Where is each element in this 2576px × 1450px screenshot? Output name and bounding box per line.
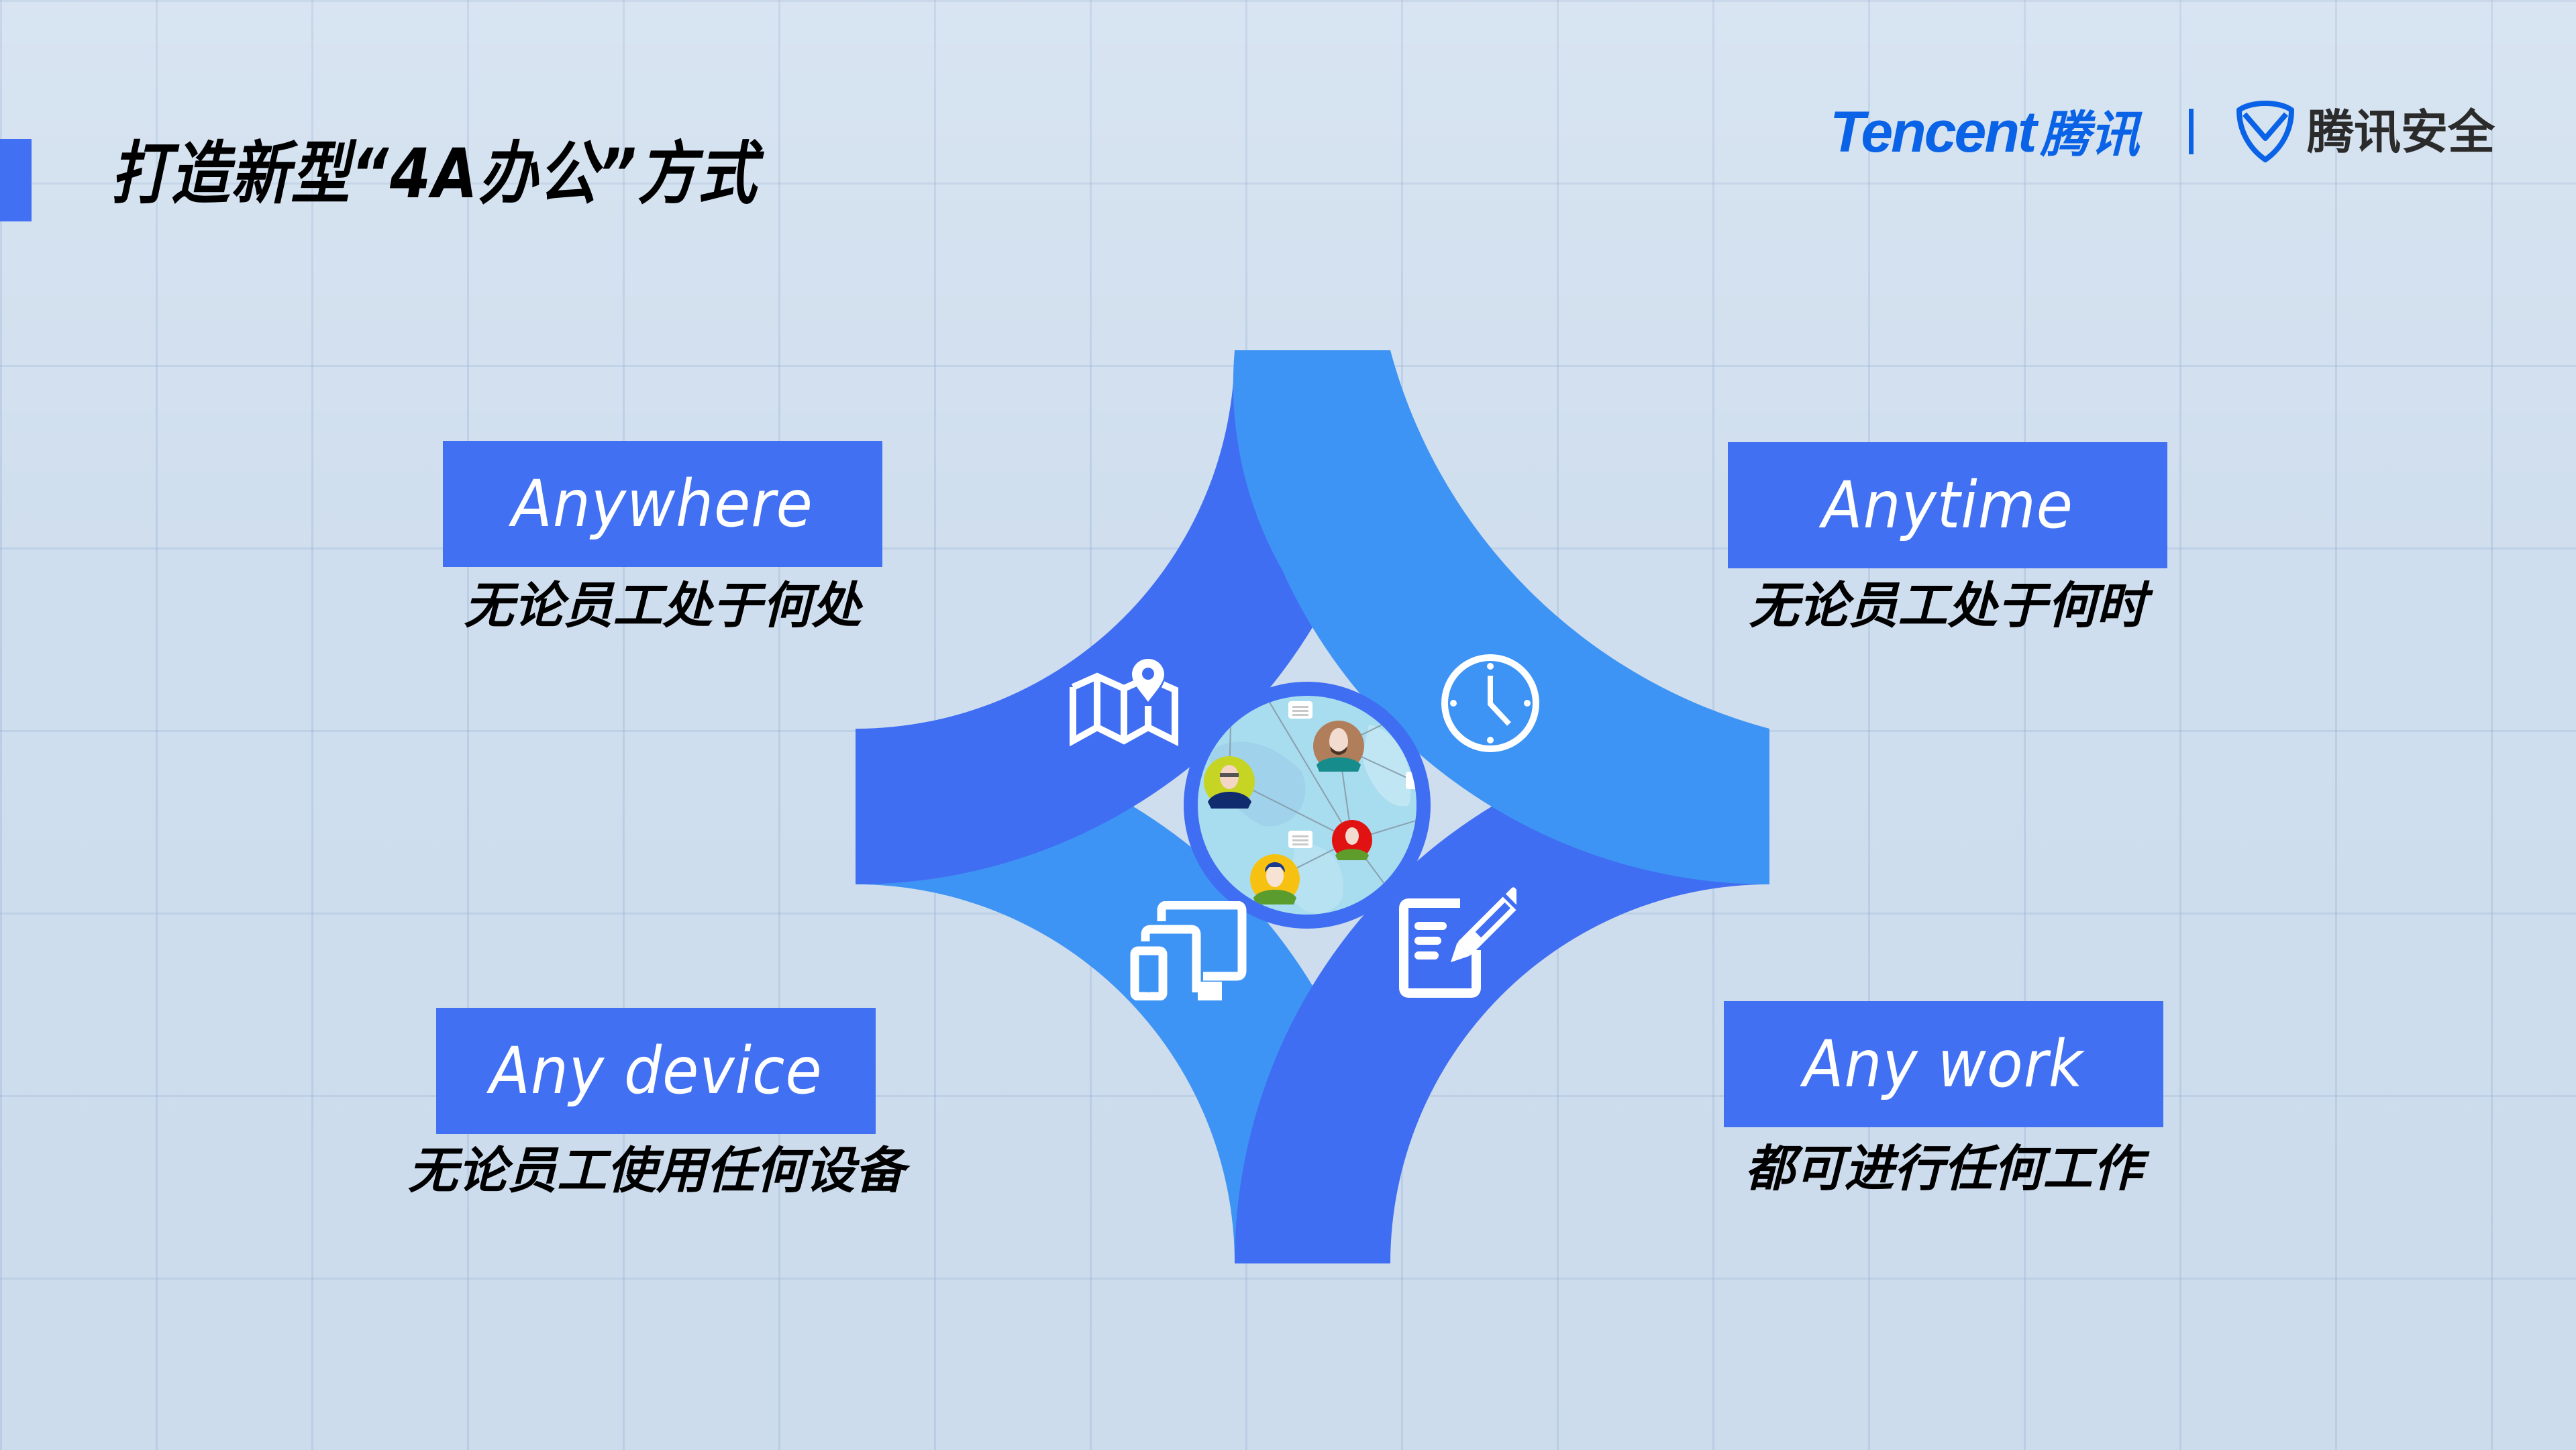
any-device-label: Any device <box>436 1008 876 1134</box>
any-work-description: 都可进行任何工作 <box>1745 1140 2143 1198</box>
anywhere-label: Anywhere <box>443 441 882 567</box>
avatar-brown <box>1313 721 1364 772</box>
edit-document-icon <box>1399 887 1516 998</box>
tencent-logo-en: Tencent <box>1830 100 2037 164</box>
logo-divider <box>2189 109 2194 154</box>
devices-icon <box>1130 901 1247 1000</box>
anywhere-description: 无论员工处于何处 <box>464 577 862 635</box>
shield-icon <box>2236 101 2294 162</box>
map-pin-icon <box>1070 659 1178 746</box>
title-accent-bar <box>0 139 32 221</box>
page-title: 打造新型“4A办公”方式 <box>111 134 758 214</box>
world-map-people-image <box>1198 696 1416 915</box>
tencent-security-logo-text: 腾讯安全 <box>2307 105 2495 160</box>
clock-icon <box>1441 654 1539 752</box>
anytime-label: Anytime <box>1728 442 2167 568</box>
anytime-description: 无论员工处于何时 <box>1749 577 2147 635</box>
any-work-label: Any work <box>1724 1001 2163 1127</box>
any-device-description: 无论员工使用任何设备 <box>408 1142 905 1200</box>
tencent-logo-cn: 腾讯 <box>2040 107 2140 162</box>
avatar-yellow-green <box>1204 756 1255 809</box>
avatar-yellow <box>1250 854 1300 904</box>
avatar-red <box>1332 820 1372 860</box>
